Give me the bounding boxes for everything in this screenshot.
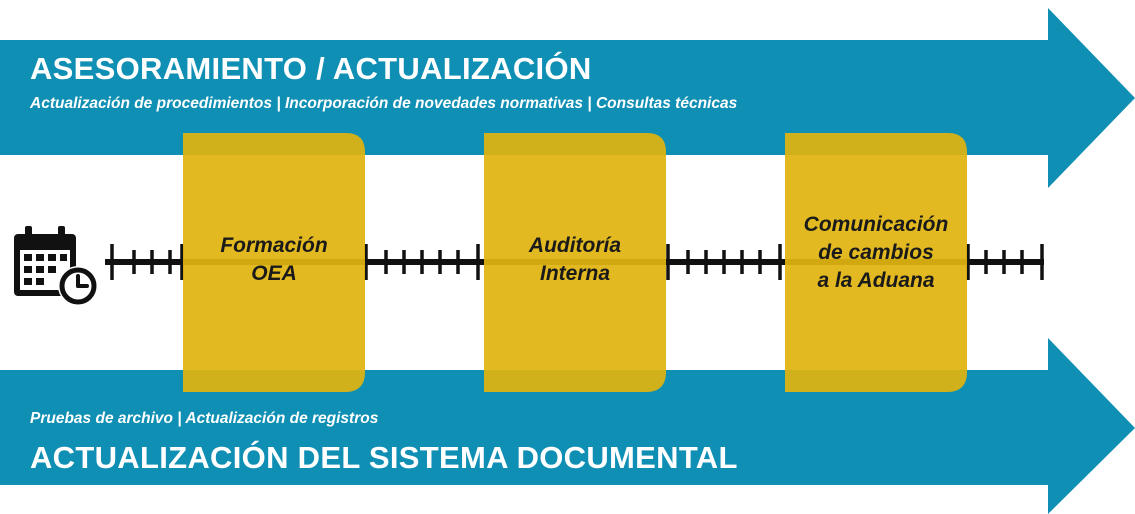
milestone-label-line: Auditoría [528,234,622,257]
milestone-label-line: de cambios [818,241,934,264]
top-arrow-subtitle: Actualización de procedimientos | Incorp… [30,95,738,112]
timeline-ticks [110,244,1044,280]
milestone-label-formacion: Formación OEA [183,232,365,288]
milestone-label-line: Interna [539,262,610,285]
calendar-clock-icon [14,226,98,306]
milestone-box-auditoria [484,133,666,392]
top-arrow-title: ASESORAMIENTO / ACTUALIZACIÓN [30,51,592,86]
milestone-label-auditoria: Auditoría Interna [484,232,666,288]
bottom-arrow-title: ACTUALIZACIÓN DEL SISTEMA DOCUMENTAL [30,440,738,475]
milestone-box-comunicacion [785,133,967,392]
milestone-label-line: Comunicación [803,213,949,236]
bottom-arrow-subtitle: Pruebas de archivo | Actualización de re… [30,410,379,427]
milestone-label-line: Formación [220,234,328,257]
milestone-label-line: OEA [251,262,297,285]
milestone-label-line: a la Aduana [817,269,935,292]
milestone-box-formacion [183,133,365,392]
milestone-label-comunicacion: Comunicación de cambios a la Aduana [785,211,967,295]
